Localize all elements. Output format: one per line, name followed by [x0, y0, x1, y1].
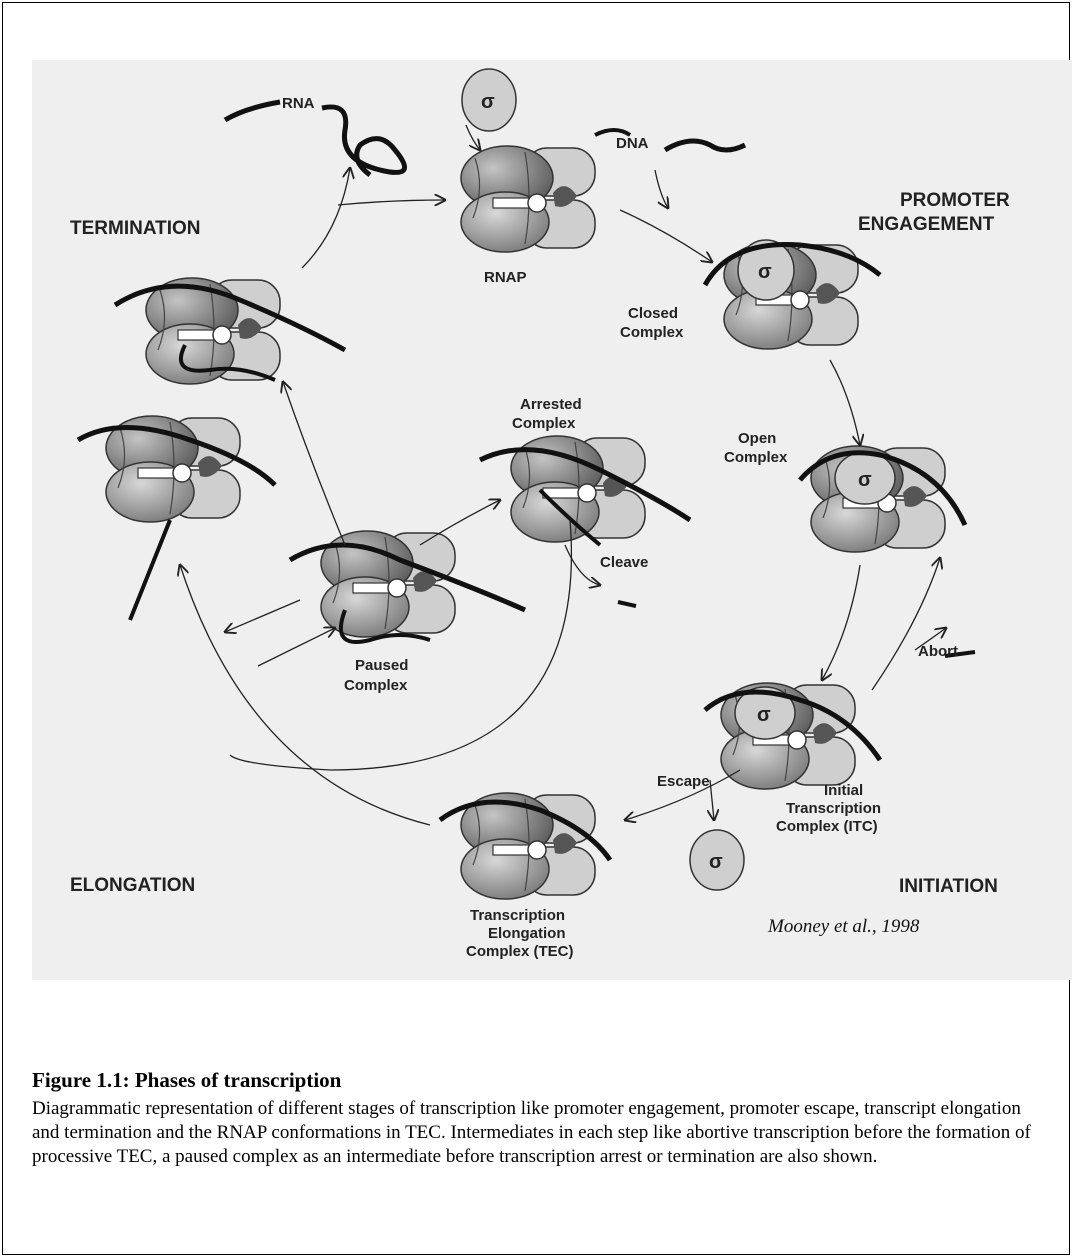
released-sigma-factor: σ [690, 830, 744, 890]
arrested-complex [480, 436, 690, 545]
abort-label: Abort [918, 643, 958, 660]
open-complex-label-line1: Open [738, 430, 776, 447]
initiation-phase-label: INITIATION [899, 876, 998, 897]
caption-title: Figure 1.1: Phases of transcription [32, 1068, 1052, 1093]
figure-caption: Figure 1.1: Phases of transcription Diag… [32, 1068, 1052, 1169]
paused-complex-label-line2: Complex [344, 677, 408, 694]
closed-complex: σ [705, 240, 880, 349]
elongation-phase-label: ELONGATION [70, 875, 195, 896]
closed-complex-label-line2: Complex [620, 324, 684, 341]
arrested-complex-label-line1: Arrested [520, 396, 582, 413]
svg-text:σ: σ [758, 261, 772, 283]
itc-label-line2: Transcription [786, 800, 881, 817]
svg-text:σ: σ [757, 704, 771, 726]
promoter-engagement-phase-label-line1: PROMOTER [900, 190, 1010, 211]
escape-label: Escape [657, 773, 710, 790]
arrested-complex-label-line2: Complex [512, 415, 576, 432]
itc-label-line3: Complex (ITC) [776, 818, 878, 835]
paused-complex [290, 531, 525, 642]
transcription-cycle-diagram: TERMINATION PROMOTER ENGAGEMENT ELONGATI… [0, 0, 1074, 1000]
cleave-label: Cleave [600, 554, 648, 571]
elongating-complex-left [78, 416, 275, 620]
rnap-free-enzyme [461, 146, 595, 252]
paused-complex-label-line1: Paused [355, 657, 408, 674]
initial-transcription-complex: σ [705, 683, 880, 789]
sigma-label-top: σ [481, 91, 495, 113]
termination-complex [115, 278, 345, 384]
closed-complex-label-line1: Closed [628, 305, 678, 322]
transcription-elongation-complex [440, 793, 610, 899]
rna-label: RNA [282, 95, 315, 112]
termination-phase-label: TERMINATION [70, 218, 201, 239]
free-sigma-factor: σ [462, 69, 516, 131]
promoter-engagement-phase-label-line2: ENGAGEMENT [858, 214, 995, 235]
itc-label-line1: Initial [824, 782, 863, 799]
dna-label: DNA [616, 135, 649, 152]
tec-label-line1: Transcription [470, 907, 565, 924]
open-complex: σ [800, 446, 965, 552]
citation: Mooney et al., 1998 [768, 916, 919, 938]
tec-label-line2: Elongation [488, 925, 566, 942]
open-complex-label-line2: Complex [724, 449, 788, 466]
tec-label-line3: Complex (TEC) [466, 943, 574, 960]
caption-body: Diagrammatic representation of different… [32, 1097, 1052, 1169]
rnap-label: RNAP [484, 269, 527, 286]
svg-text:σ: σ [858, 469, 872, 491]
svg-text:σ: σ [709, 851, 723, 873]
